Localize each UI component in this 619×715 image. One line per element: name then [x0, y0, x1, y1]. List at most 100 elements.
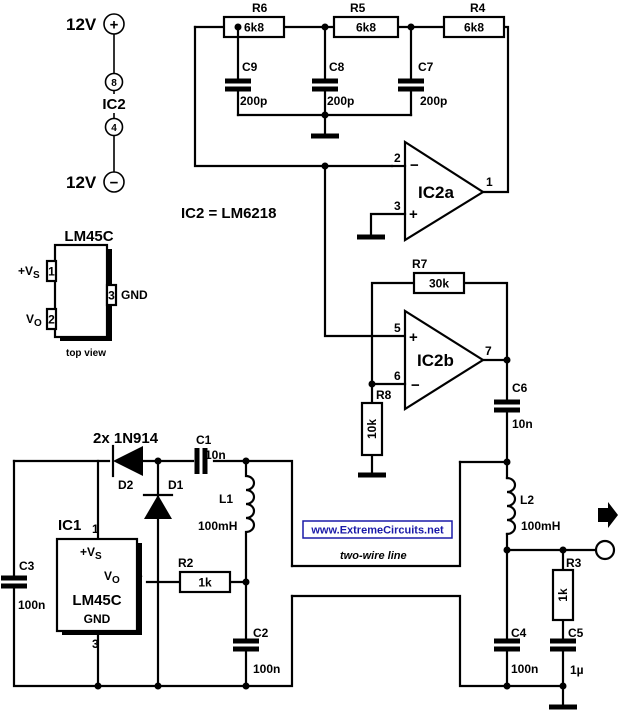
r8-resistor	[360, 401, 384, 457]
ic2b-pin6: 6	[394, 369, 401, 383]
c4-name: C4	[511, 626, 527, 640]
c2-value: 100n	[253, 662, 280, 676]
c6-value: 10n	[512, 417, 533, 431]
r3-name: R3	[566, 556, 582, 570]
ic2-part-note: IC2 = LM6218	[181, 205, 276, 222]
supply-neg-terminal	[103, 171, 125, 193]
ic2-pin4-circle	[104, 117, 124, 137]
d1-diode	[144, 495, 172, 519]
pinout-pin1-label-main: +V	[18, 264, 33, 278]
junction-dot	[503, 682, 511, 690]
c5-name: C5	[568, 626, 584, 640]
lm45c-pinout: LM45C 1 2 3 +VS VO GND top view	[18, 228, 148, 359]
ic2b-plus: +	[409, 329, 418, 346]
c1-name: C1	[196, 433, 212, 447]
ic2b-triangle	[403, 309, 486, 411]
r7-feedback-wire	[370, 281, 509, 386]
l2-inductor	[505, 476, 517, 536]
c8-value: 200p	[327, 94, 354, 108]
ic2a-triangle	[403, 139, 486, 242]
ic2a-pin1: 1	[486, 175, 493, 189]
ic2a-plus: +	[409, 206, 418, 223]
ic1-part-label: LM45C	[72, 592, 121, 609]
ic1-name: IC1	[58, 517, 81, 534]
pinout-pin2-tab	[45, 307, 58, 331]
c9-name: C9	[242, 60, 258, 74]
supply-pos-symbol: +	[110, 17, 119, 34]
ic2-pin4-number: 4	[111, 123, 117, 134]
ic2a-to-ic2b-wire	[323, 164, 407, 338]
pinout-body	[53, 243, 109, 339]
pinout-pin1-label: +VS	[18, 264, 40, 281]
c4-value: 100n	[511, 662, 538, 676]
d1-name: D1	[168, 478, 184, 492]
sensor-section: D2 2x 1N914 C1 10n D1 L1 100mH 1k R2 C2 …	[1, 430, 294, 690]
supply-ic-label: IC2	[102, 96, 125, 113]
supply-section: 12V + 8 IC2 4 12V −	[66, 13, 126, 193]
l1-value: 100mH	[198, 519, 237, 533]
watermark-box	[302, 520, 453, 539]
ic1-gnd-label: GND	[84, 612, 111, 626]
junction-dot	[503, 458, 511, 466]
ic2a-noninv-wire	[369, 212, 407, 238]
l2-name: L2	[520, 493, 534, 507]
r8-name: R8	[376, 388, 392, 402]
r6-value: 6k8	[244, 21, 264, 35]
output-terminal	[594, 539, 616, 561]
r7-name: R7	[412, 257, 428, 271]
ic2a-label: IC2a	[418, 183, 454, 202]
l1-c2-wire	[244, 459, 256, 688]
ic1-pin3-number: 3	[92, 637, 99, 651]
c7-value: 200p	[420, 94, 447, 108]
r2-name: R2	[178, 556, 194, 570]
l1-name: L1	[219, 492, 233, 506]
r4-resistor	[442, 15, 506, 39]
top-wire	[193, 25, 510, 194]
r5-value: 6k8	[356, 21, 376, 35]
line-top-right-wire	[458, 460, 509, 480]
c3-value: 100n	[18, 598, 45, 612]
r5-name: R5	[350, 1, 366, 15]
ic1-pin-vo-main: V	[104, 569, 112, 583]
c6-name: C6	[512, 381, 528, 395]
ic2b-minus: −	[411, 377, 420, 394]
c7-name: C7	[418, 60, 434, 74]
pinout-caption: top view	[66, 348, 106, 359]
junction-dot	[321, 111, 329, 119]
junction-dot	[242, 682, 250, 690]
line-lower-right	[290, 594, 565, 708]
r6-name: R6	[252, 1, 268, 15]
ic1-pin-vs-sub: S	[95, 551, 102, 562]
c3-name: C3	[19, 559, 35, 573]
watermark-text: www.ExtremeCircuits.net	[310, 525, 444, 537]
two-wire-line-label: two-wire line	[340, 550, 407, 562]
pinout-pin3-tab	[105, 283, 118, 307]
junction-dot	[559, 682, 567, 690]
pinout-pin2-label-sub: O	[34, 318, 42, 329]
pinout-pin2-label: VO	[26, 312, 42, 329]
pinout-pin3-number: 3	[108, 289, 115, 303]
ic2b-pin7: 7	[485, 344, 492, 358]
ic2-pin8-circle	[104, 72, 124, 92]
pinout-pin2-label-main: V	[26, 312, 34, 326]
r8-value: 10k	[365, 419, 379, 439]
c1-value: 10n	[205, 448, 226, 462]
r3-value: 1k	[556, 588, 570, 602]
ic2b-label: IC2b	[417, 351, 454, 370]
pinout-pin2-number: 2	[48, 313, 55, 327]
ic1-pin2-number: 2	[136, 566, 143, 580]
ic1-pin-vs-main: +V	[80, 545, 95, 559]
rc-filter-network: 6k8 R6 6k8 R5 6k8 R4 C9 200p C8 200p C7 …	[193, 1, 510, 194]
pinout-pin1-label-sub: S	[33, 270, 40, 281]
output-arrow-icon	[598, 502, 618, 528]
c2-name: C2	[253, 626, 269, 640]
ic2-pin8-number: 8	[111, 78, 117, 89]
pinout-pin1-number: 1	[48, 265, 55, 279]
sensor-top-wire	[12, 459, 294, 568]
d2-diode	[113, 446, 143, 476]
receiver-section: C6 10n L2 100mH C4 100n 1k R3 C5 1µ	[290, 358, 618, 710]
d2-name: D2	[118, 478, 134, 492]
pinout-pin3-label: GND	[121, 288, 148, 302]
line-upper-right	[290, 460, 462, 568]
r7-value: 30k	[429, 277, 449, 291]
